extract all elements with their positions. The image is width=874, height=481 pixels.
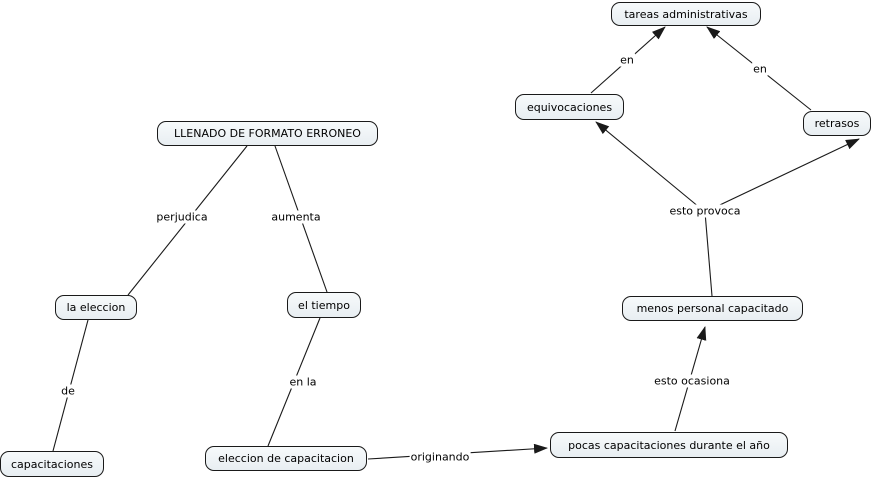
concept-node-la-eleccion[interactable]: la eleccion bbox=[55, 295, 137, 320]
link-label-en-equivocaciones[interactable]: en bbox=[619, 53, 635, 67]
concept-node-menos-personal-capacitado[interactable]: menos personal capacitado bbox=[622, 296, 803, 321]
link-label-aumenta[interactable]: aumenta bbox=[270, 210, 322, 224]
link-label-en-la[interactable]: en la bbox=[288, 375, 318, 389]
link-label-en-retrasos[interactable]: en bbox=[752, 62, 768, 76]
edge-menos-personal-capacitado-to-esto-provoca-hub bbox=[704, 211, 713, 297]
concept-node-capacitaciones[interactable]: capacitaciones bbox=[0, 451, 104, 477]
link-label-de[interactable]: de bbox=[60, 384, 76, 398]
link-label-esto-provoca[interactable]: esto provoca bbox=[668, 204, 742, 218]
concept-node-tareas-administrativas[interactable]: tareas administrativas bbox=[611, 2, 761, 26]
link-label-originando[interactable]: originando bbox=[409, 450, 471, 464]
concept-node-equivocaciones[interactable]: equivocaciones bbox=[515, 94, 624, 120]
concept-node-el-tiempo[interactable]: el tiempo bbox=[287, 292, 361, 318]
link-label-perjudica[interactable]: perjudica bbox=[155, 210, 209, 224]
concept-node-llenado-de-formato-erroneo[interactable]: LLENADO DE FORMATO ERRONEO bbox=[157, 121, 378, 146]
concept-node-pocas-capacitaciones-durante-el-ano[interactable]: pocas capacitaciones durante el año bbox=[550, 432, 788, 458]
concept-node-eleccion-de-capacitacion[interactable]: eleccion de capacitacion bbox=[205, 446, 367, 471]
link-label-esto-ocasiona[interactable]: esto ocasiona bbox=[653, 374, 731, 388]
edge-esto-provoca-hub-to-retrasos bbox=[704, 138, 860, 213]
edge-esto-provoca-hub-to-equivocaciones bbox=[595, 121, 706, 213]
concept-node-retrasos[interactable]: retrasos bbox=[803, 111, 871, 136]
